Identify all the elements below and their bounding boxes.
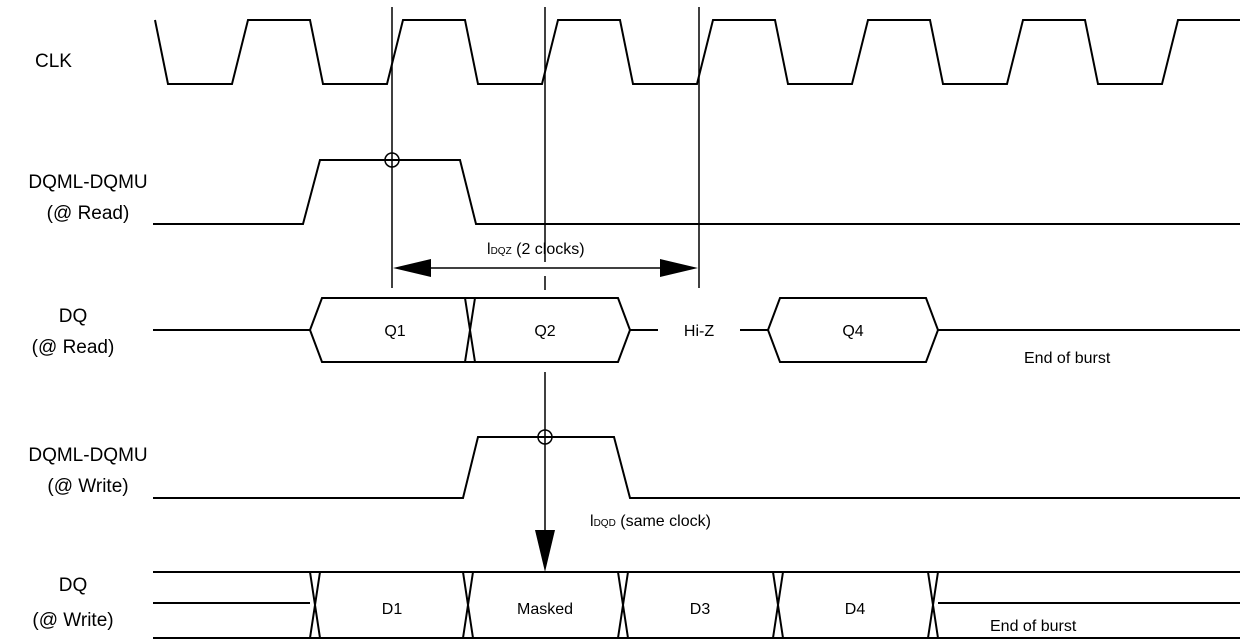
dqd-annotation: lDQD (same clock): [590, 513, 711, 530]
dqm-read-waveform: [153, 159, 1240, 225]
dq-read-crossing-2: [464, 297, 476, 363]
dq-read-end-of-burst: End of burst: [1024, 350, 1111, 367]
dq-write-d4: D4: [845, 601, 866, 618]
dq-write-masked: Masked: [517, 601, 573, 618]
dqm-write-sample-marker: [537, 429, 553, 445]
dqm-read-sublabel: (@ Read): [47, 203, 130, 224]
dq-read-sublabel: (@ Read): [32, 337, 115, 358]
dqm-write-sublabel: (@ Write): [47, 476, 128, 497]
dqz-arrow-right-head: [660, 259, 698, 277]
dq-write-label: DQ: [59, 575, 88, 596]
dq-read-q4: Q4: [842, 323, 863, 340]
dqm-read-sample-marker: [384, 152, 400, 168]
dq-read-q1: Q1: [384, 323, 405, 340]
dqm-write-label: DQML-DQMU: [28, 445, 147, 466]
dq-write-d3: D3: [690, 601, 711, 618]
dq-write-end-of-burst: End of burst: [990, 618, 1077, 635]
clk-waveform: [154, 19, 1240, 85]
dq-write-sublabel: (@ Write): [32, 610, 113, 631]
dq-read-hiz: Hi-Z: [684, 323, 714, 340]
dqm-read-label: DQML-DQMU: [28, 172, 147, 193]
clk-label: CLK: [35, 51, 72, 72]
dqm-write-waveform: [153, 436, 1240, 499]
dq-write-crossings: [309, 571, 939, 639]
dq-read-label: DQ: [59, 306, 88, 327]
dqd-arrow-head: [535, 530, 555, 572]
dqz-arrow-left-head: [393, 259, 431, 277]
dq-write-d1: D1: [382, 601, 403, 618]
dqz-annotation: lDQZ (2 clocks): [487, 241, 585, 258]
dq-read-q2: Q2: [534, 323, 555, 340]
